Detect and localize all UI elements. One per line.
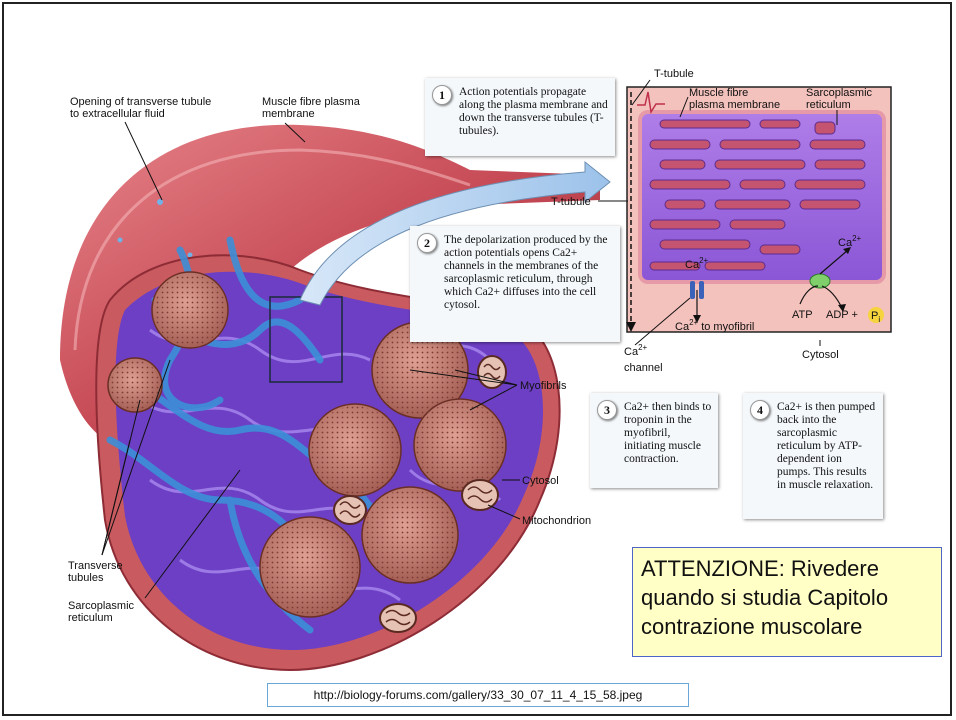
label-t-tubule-top: T-tubule <box>654 68 694 80</box>
note-line-3: contrazione muscolare <box>641 612 933 641</box>
step-3-number: 3 <box>597 400 617 420</box>
note-line-1: ATTENZIONE: Rivedere <box>641 554 933 583</box>
label-inset-sr-2: reticulum <box>806 99 851 111</box>
source-url[interactable]: http://biology-forums.com/gallery/33_30_… <box>267 683 689 707</box>
label-ca-to-myofibril: Ca2+to myofibril <box>675 318 754 333</box>
step-4-number: 4 <box>750 400 770 420</box>
step-1-text: Action potentials propagate along the pl… <box>459 86 609 138</box>
step-3-text: Ca2+ then binds to troponin in the myofi… <box>624 401 712 466</box>
step-3-box: 3 Ca2+ then binds to troponin in the myo… <box>590 393 718 488</box>
ca-pump-icon <box>810 274 830 288</box>
inset-panel <box>626 87 891 332</box>
step-4-box: 4 Ca2+ is then pumped back into the sarc… <box>743 393 883 519</box>
label-cytosol: Cytosol <box>522 475 559 487</box>
label-opening-tubule-2: to extracellular fluid <box>70 108 165 120</box>
label-ca-channel-2: channel <box>624 362 663 374</box>
label-transverse-tubules-1: Transverse <box>68 560 123 572</box>
label-fibre-membrane-2: membrane <box>262 108 315 120</box>
label-opening-tubule-1: Opening of transverse tubule <box>70 96 211 108</box>
label-sr-1: Sarcoplasmic <box>68 600 135 612</box>
step-4-text: Ca2+ is then pumped back into the sarcop… <box>777 401 877 492</box>
step-2-number: 2 <box>417 233 437 253</box>
label-inset-membrane-1: Muscle fibre <box>689 87 748 99</box>
label-cytosol-inset: Cytosol <box>802 349 839 361</box>
label-atp: ATP <box>792 309 813 321</box>
label-fibre-membrane-1: Muscle fibre plasma <box>262 96 361 108</box>
step-1-number: 1 <box>432 85 452 105</box>
note-line-2: quando si studia Capitolo <box>641 583 933 612</box>
label-sr-2: reticulum <box>68 612 113 624</box>
step-2-box: 2 The depolarization produced by the act… <box>410 226 620 342</box>
label-mitochondrion: Mitochondrion <box>522 515 591 527</box>
label-transverse-tubules-2: tubules <box>68 572 104 584</box>
attention-note: ATTENZIONE: Rivedere quando si studia Ca… <box>632 547 942 657</box>
label-inset-sr-1: Sarcoplasmic <box>806 87 873 99</box>
label-adp: ADP + <box>826 309 858 321</box>
label-inset-membrane-2: plasma membrane <box>689 99 780 111</box>
label-t-tubule-side: T-tubule <box>551 196 591 208</box>
step-1-box: 1 Action potentials propagate along the … <box>425 78 615 156</box>
step-2-text: The depolarization produced by the actio… <box>444 234 614 312</box>
label-ca-channel-1: Ca2+ <box>624 343 648 358</box>
label-myofibrils: Myofibrils <box>520 380 567 392</box>
